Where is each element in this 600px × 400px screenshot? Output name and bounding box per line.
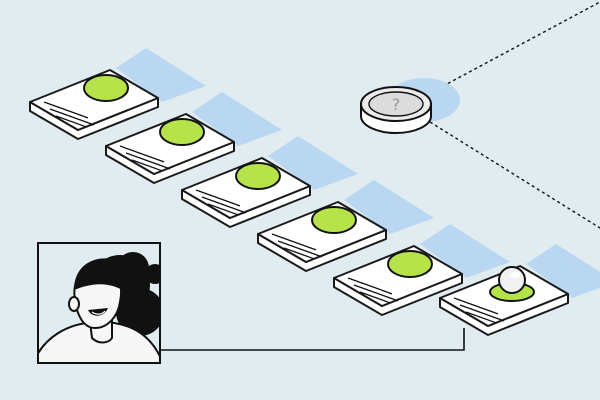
dashed-connectors: [429, 1, 600, 229]
card-text-lines: [271, 233, 323, 260]
card-shadow: [526, 244, 600, 298]
dashed-line-upper: [431, 1, 600, 93]
question-mark-icon: ?: [392, 95, 401, 114]
record-card[interactable]: [439, 244, 600, 336]
portrait-frame[interactable]: [30, 242, 166, 372]
card-shadow: [116, 48, 206, 102]
pearl-highlight: [510, 272, 520, 278]
card-text-lines: [195, 189, 247, 216]
green-badge: [159, 118, 205, 146]
record-card[interactable]: [105, 92, 282, 184]
card-stack: [29, 48, 600, 336]
card-text-lines: [453, 297, 505, 324]
person-avatar: [39, 252, 159, 362]
question-coin[interactable]: ?: [360, 78, 460, 134]
record-card[interactable]: [257, 180, 434, 272]
green-badge: [311, 206, 357, 234]
pearl-ball: [498, 266, 526, 294]
card-text-lines: [43, 101, 95, 128]
record-card[interactable]: [181, 136, 358, 228]
coin-inner: [368, 91, 424, 117]
record-card[interactable]: [29, 48, 206, 140]
card-text-lines: [119, 145, 171, 172]
card-shadow: [344, 180, 434, 234]
card-shadow: [192, 92, 282, 146]
card-text-lines: [347, 277, 399, 304]
portrait-connector: [160, 328, 465, 351]
card-shadow: [420, 224, 510, 278]
card-shadow: [268, 136, 358, 190]
green-badge: [83, 74, 129, 102]
green-badge: [387, 250, 433, 278]
record-card[interactable]: [333, 224, 510, 316]
green-badge: [235, 162, 281, 190]
